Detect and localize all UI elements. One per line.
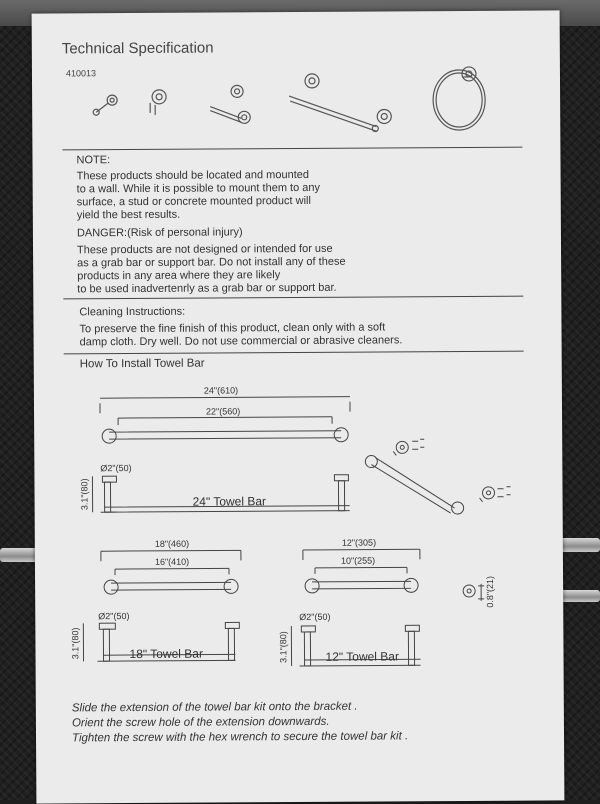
bar18-name: 18" Towel Bar: [129, 646, 203, 662]
bar24-base-dim: Ø2"(50): [100, 463, 132, 474]
specification-sheet: Technical Specification 410013: [31, 10, 565, 804]
exploded-mounting-view: [364, 438, 511, 515]
bar12-side-view: [290, 624, 421, 667]
robe-hook-single-icon: [92, 94, 118, 116]
bar18-overall-dim: 18"(460): [154, 538, 190, 549]
bar18-base-dim: Ø2"(50): [98, 611, 130, 622]
product-thumbnails: [92, 66, 486, 133]
towel-ring-icon: [432, 66, 486, 131]
bar18-height-dim: 3.1"(80): [70, 627, 81, 660]
bar24-top-view: [99, 396, 351, 444]
bar24-rod-dim: 22"(560): [205, 406, 241, 417]
bar12-rod-dim: 10"(255): [340, 555, 376, 566]
bar12-base-dim: Ø2"(50): [299, 611, 331, 622]
bar24-height-dim: 3.1"(80): [79, 478, 90, 511]
installation-diagrams: [82, 396, 511, 667]
bar12-overall-dim: 12"(305): [341, 537, 377, 548]
bar18-top-view: [100, 549, 242, 595]
bar24-overall-dim: 24"(610): [203, 385, 239, 396]
bar18-side-view: [82, 621, 240, 662]
towel-bar-icon: [288, 73, 392, 133]
install-instructions: Slide the extension of the towel bar kit…: [72, 699, 408, 746]
bar12-top-view: [302, 548, 421, 594]
bar12-height-dim: 3.1"(80): [278, 631, 289, 663]
bar18-rod-dim: 16"(410): [154, 556, 190, 567]
robe-hook-double-icon: [149, 89, 167, 115]
bar24-name: 24" Towel Bar: [192, 494, 267, 509]
screw-detail: [462, 583, 485, 601]
instruction-line: Slide the extension of the towel bar kit…: [71, 700, 358, 715]
toilet-paper-holder-icon: [209, 84, 251, 124]
steel-bar-left: [0, 548, 40, 562]
screw-depth-dim: 0.8"(21): [484, 575, 496, 608]
instruction-line: Tighten the screw with the hex wrench to…: [71, 730, 409, 745]
bar24-side-view: [91, 474, 350, 513]
bar12-name: 12" Towel Bar: [325, 649, 399, 664]
